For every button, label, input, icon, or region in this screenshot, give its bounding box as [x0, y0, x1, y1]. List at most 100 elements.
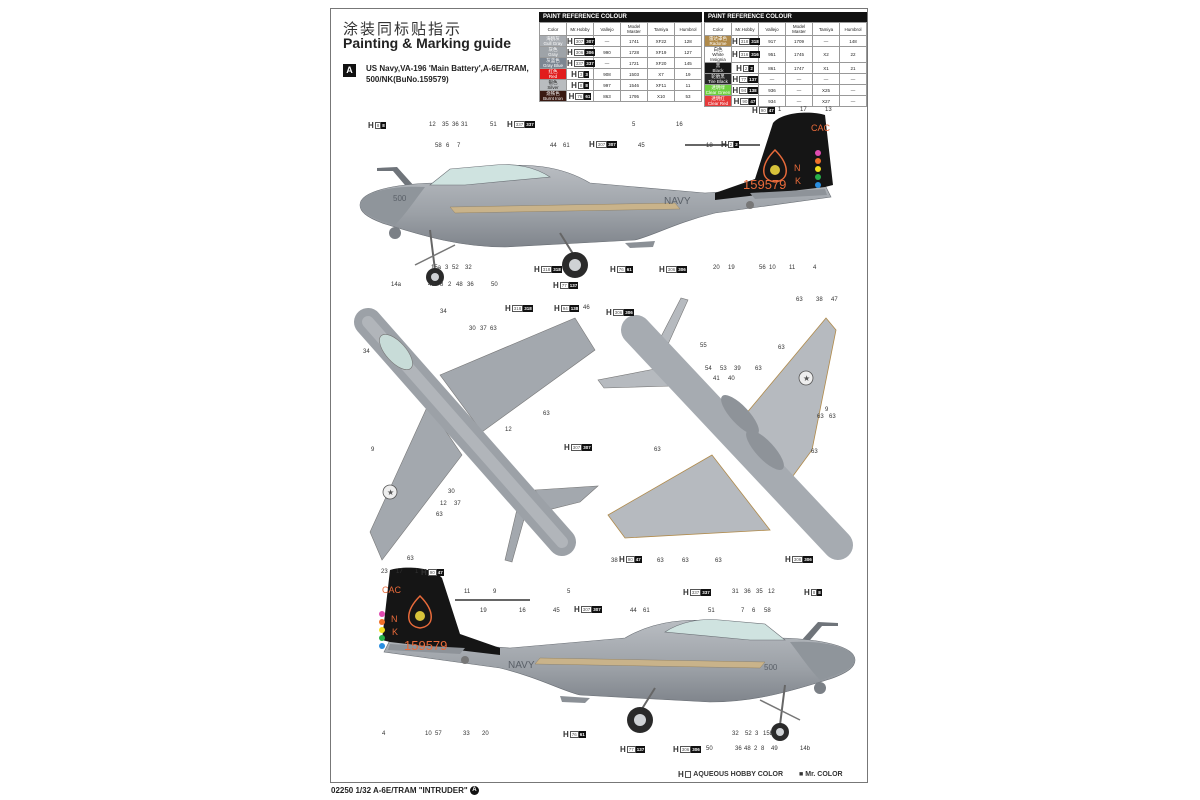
mr-color-code: 306 [803, 556, 813, 563]
navy-marking-2: NAVY [508, 660, 535, 671]
aqueous-symbol-icon: H [683, 588, 689, 597]
callout-number: 10 [769, 265, 776, 271]
mr-color-code: 8 [817, 589, 822, 596]
callout-number: 19 [480, 608, 487, 614]
callout-number: 63 [436, 512, 443, 518]
callout-number: 48 [744, 746, 751, 752]
callout-number: 6 [446, 143, 450, 149]
legend-mr-color: ■ Mr. COLOR [799, 771, 843, 778]
tail-n-marking-2: N [391, 614, 398, 624]
callout-number: 52 [452, 265, 459, 271]
callout-number: 36 [467, 282, 474, 288]
callout-number: 57 [435, 731, 442, 737]
aqueous-code: 77 [626, 746, 636, 753]
callout-number: 31 [461, 122, 468, 128]
callout-number: 38 [611, 558, 618, 564]
aqueous-code: 8 [810, 589, 818, 596]
mr-color-code: 337 [701, 589, 711, 596]
callout-number: 44 [630, 608, 637, 614]
callout-number: 12 [429, 122, 436, 128]
callout-number: 46 [583, 305, 590, 311]
callout-number: 63 [715, 558, 722, 564]
aqueous-symbol-icon: H [610, 265, 616, 274]
callout-number: 1 [415, 569, 419, 575]
callout-number: 58 [764, 608, 771, 614]
callout-number: 38 [816, 297, 823, 303]
legend-aqueous-label: AQUEOUS HOBBY COLOR [693, 771, 784, 778]
legend-aqueous: H AQUEOUS HOBBY COLOR [678, 770, 784, 779]
callout-number: 63 [490, 326, 497, 332]
callout-number: 23 [381, 569, 388, 575]
aqueous-code: 307 [570, 444, 583, 451]
page-title: Painting & Marking guide [343, 35, 512, 51]
page-frame [330, 8, 868, 783]
callout-number: 36 [452, 122, 459, 128]
mr-color-code: 61 [578, 731, 586, 738]
callout-number: 1 [778, 107, 782, 113]
callout-number: 7 [741, 608, 745, 614]
callout-number: 31 [732, 589, 739, 595]
table-title: PAINT REFERENCE COLOUR [539, 12, 702, 22]
callout-number: 30 [469, 326, 476, 332]
model-master-code: — [785, 95, 813, 107]
callout-number: 8 [440, 282, 444, 288]
legend-mr-label: Mr. COLOR [805, 771, 843, 778]
aqueous-symbol-icon: H [554, 304, 560, 313]
aqueous-symbol-icon: H [534, 265, 540, 274]
aqueous-code: 306 [612, 309, 625, 316]
callout-number: 5 [632, 122, 636, 128]
footer-kit-title: 02250 1/32 A-6E/TRAM "INTRUDER" [331, 786, 468, 795]
callout-number: 52 [745, 731, 752, 737]
aqueous-symbol-icon: H [368, 121, 374, 130]
callout-number: 14a [391, 282, 402, 288]
aqueous-symbol-icon: H [606, 308, 612, 317]
callout-number: 12 [505, 427, 512, 433]
callout-number: 39 [734, 366, 741, 372]
variant-badge: A [343, 64, 356, 77]
callout-number: 9 [493, 589, 497, 595]
callout-number: 37 [454, 501, 461, 507]
callout-number: 18 [706, 143, 713, 149]
callout-number: 63 [654, 447, 661, 453]
mr-color-code: 337 [525, 121, 535, 128]
callout-number: 16 [676, 122, 683, 128]
tail-k-marking-2: K [392, 627, 398, 637]
aqueous-code: 90 [625, 556, 635, 563]
callout-number: 19 [728, 265, 735, 271]
footer: 02250 1/32 A-6E/TRAM "INTRUDER" A [331, 786, 479, 796]
humbrol-code: — [839, 95, 867, 107]
top-view: ★ [354, 308, 599, 563]
aqueous-code: 306 [665, 266, 678, 273]
navy-marking: NAVY [664, 196, 691, 207]
svg-text:★: ★ [387, 488, 394, 497]
column-header: Humbrol [674, 22, 702, 36]
callout-number: 3 [755, 731, 759, 737]
table-title: PAINT REFERENCE COLOUR [704, 12, 867, 22]
mr-color-code: 137 [635, 746, 646, 753]
aqueous-symbol-icon: H [804, 588, 810, 597]
callout-number: 63 [778, 345, 785, 351]
aqueous-symbol-icon: H [678, 770, 692, 779]
side-view-port [359, 111, 834, 287]
callout-number: 20 [713, 265, 720, 271]
callout-number: 33 [463, 731, 470, 737]
variant-line-1: US Navy,VA-196 'Main Battery',A-6E/TRAM, [366, 64, 529, 73]
tail-cac-marking: CAC [811, 123, 831, 133]
mr-color-code: 306 [691, 746, 701, 753]
aqueous-symbol-icon: H [659, 265, 665, 274]
callout-number: 16 [519, 608, 526, 614]
callout-number: 44 [550, 143, 557, 149]
